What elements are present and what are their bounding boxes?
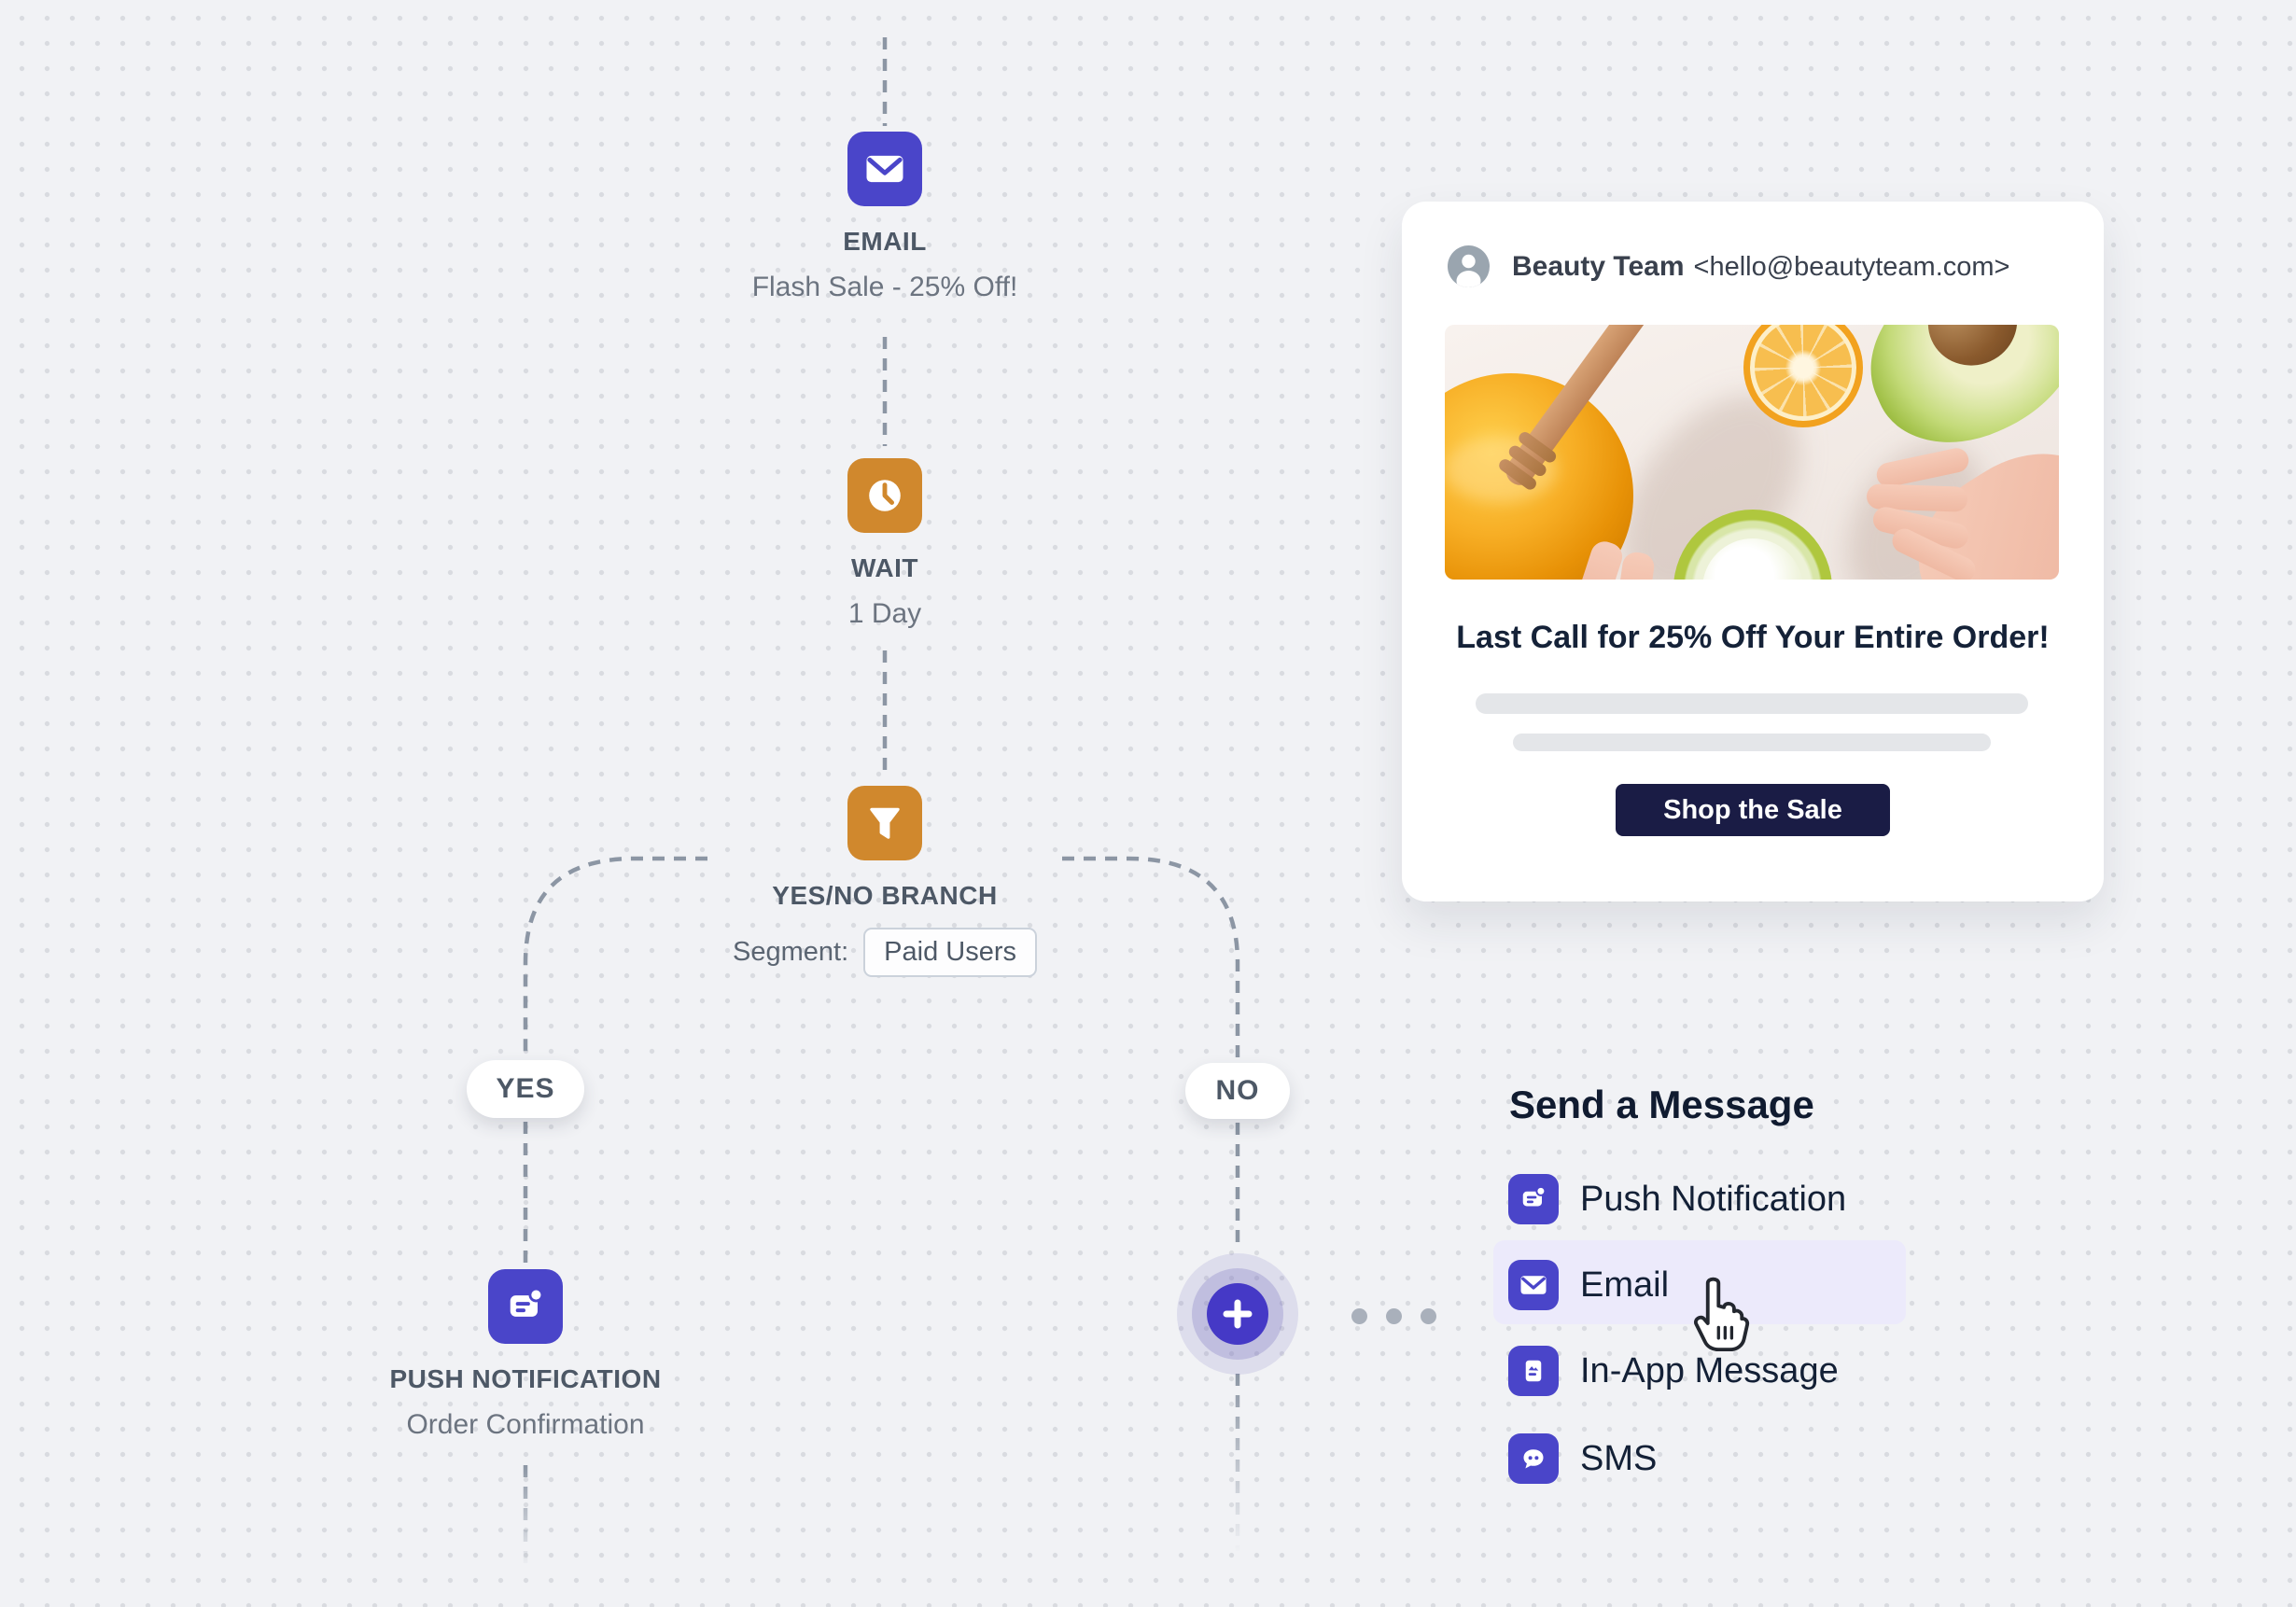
- node-label: YES/NO BRANCH: [772, 881, 998, 910]
- breadcrumb-dot: [1421, 1308, 1436, 1324]
- node-sublabel: Order Confirmation: [406, 1409, 645, 1440]
- orange-slice-photo: [1743, 325, 1863, 427]
- menu-item-in-app-message[interactable]: In-App Message: [1508, 1346, 1839, 1396]
- node-sublabel: 1 Day: [847, 598, 922, 629]
- add-step-button[interactable]: [1177, 1253, 1298, 1375]
- text-placeholder-bar: [1513, 734, 1991, 751]
- push-notification-icon: [488, 1269, 563, 1344]
- sender-email: <hello@beautyteam.com>: [1693, 251, 2010, 282]
- mail-icon: [1508, 1260, 1559, 1310]
- menu-item-sms[interactable]: SMS: [1508, 1433, 1657, 1484]
- clock-icon: [847, 458, 922, 533]
- menu-item-email[interactable]: Email: [1508, 1260, 1669, 1310]
- email-headline: Last Call for 25% Off Your Entire Order!: [1456, 620, 2050, 655]
- segment-value-pill[interactable]: Paid Users: [863, 928, 1037, 977]
- push-notification-icon: [1508, 1174, 1559, 1224]
- node-label: PUSH NOTIFICATION: [389, 1364, 662, 1393]
- push-notification-node[interactable]: PUSH NOTIFICATION Order Confirmation: [320, 1269, 731, 1441]
- menu-title: Send a Message: [1509, 1083, 1814, 1126]
- avatar: [1448, 245, 1490, 287]
- no-branch-label: NO: [1215, 1075, 1260, 1106]
- segment-label: Segment:: [733, 937, 849, 967]
- sms-icon: [1508, 1433, 1559, 1484]
- sender-name: Beauty Team: [1512, 250, 1685, 282]
- no-branch-pill[interactable]: NO: [1185, 1063, 1290, 1119]
- shop-the-sale-button[interactable]: Shop the Sale: [1616, 784, 1890, 836]
- menu-item-label: Email: [1580, 1265, 1670, 1305]
- menu-item-label: In-App Message: [1580, 1350, 1839, 1390]
- email-node[interactable]: EMAIL Flash Sale - 25% Off!: [679, 132, 1090, 303]
- mail-icon: [847, 132, 922, 206]
- email-hero-image: [1445, 325, 2059, 580]
- menu-item-highlight: [1493, 1240, 1906, 1324]
- node-sublabel: Flash Sale - 25% Off!: [751, 272, 1018, 302]
- menu-item-label: Push Notification: [1580, 1179, 1847, 1219]
- email-preview-card: Beauty Team <hello@beautyteam.com>: [1402, 202, 2104, 901]
- cta-label: Shop the Sale: [1663, 794, 1842, 825]
- funnel-icon: [847, 786, 922, 860]
- menu-item-push-notification[interactable]: Push Notification: [1508, 1174, 1846, 1224]
- avocado-pit: [1913, 325, 2032, 380]
- plus-icon[interactable]: [1207, 1283, 1268, 1345]
- menu-item-label: SMS: [1580, 1438, 1658, 1478]
- send-a-message-menu: Send a Message Push Notification Ema: [1493, 1083, 1932, 1484]
- hand-pointer-cursor: [1681, 1275, 1754, 1356]
- in-app-message-icon: [1508, 1346, 1559, 1396]
- branch-node[interactable]: YES/NO BRANCH Segment: Paid Users: [679, 786, 1090, 977]
- yes-branch-pill[interactable]: YES: [467, 1060, 584, 1118]
- breadcrumb-dot: [1386, 1308, 1402, 1324]
- yes-branch-label: YES: [496, 1073, 555, 1104]
- node-label: WAIT: [851, 553, 918, 582]
- email-sender-header: Beauty Team <hello@beautyteam.com>: [1448, 245, 2009, 287]
- node-label: EMAIL: [843, 227, 927, 256]
- cream-jar-contents: [1702, 538, 1803, 580]
- wait-node[interactable]: WAIT 1 Day: [679, 458, 1090, 630]
- breadcrumb-dot: [1351, 1308, 1367, 1324]
- text-placeholder-bar: [1476, 693, 2028, 714]
